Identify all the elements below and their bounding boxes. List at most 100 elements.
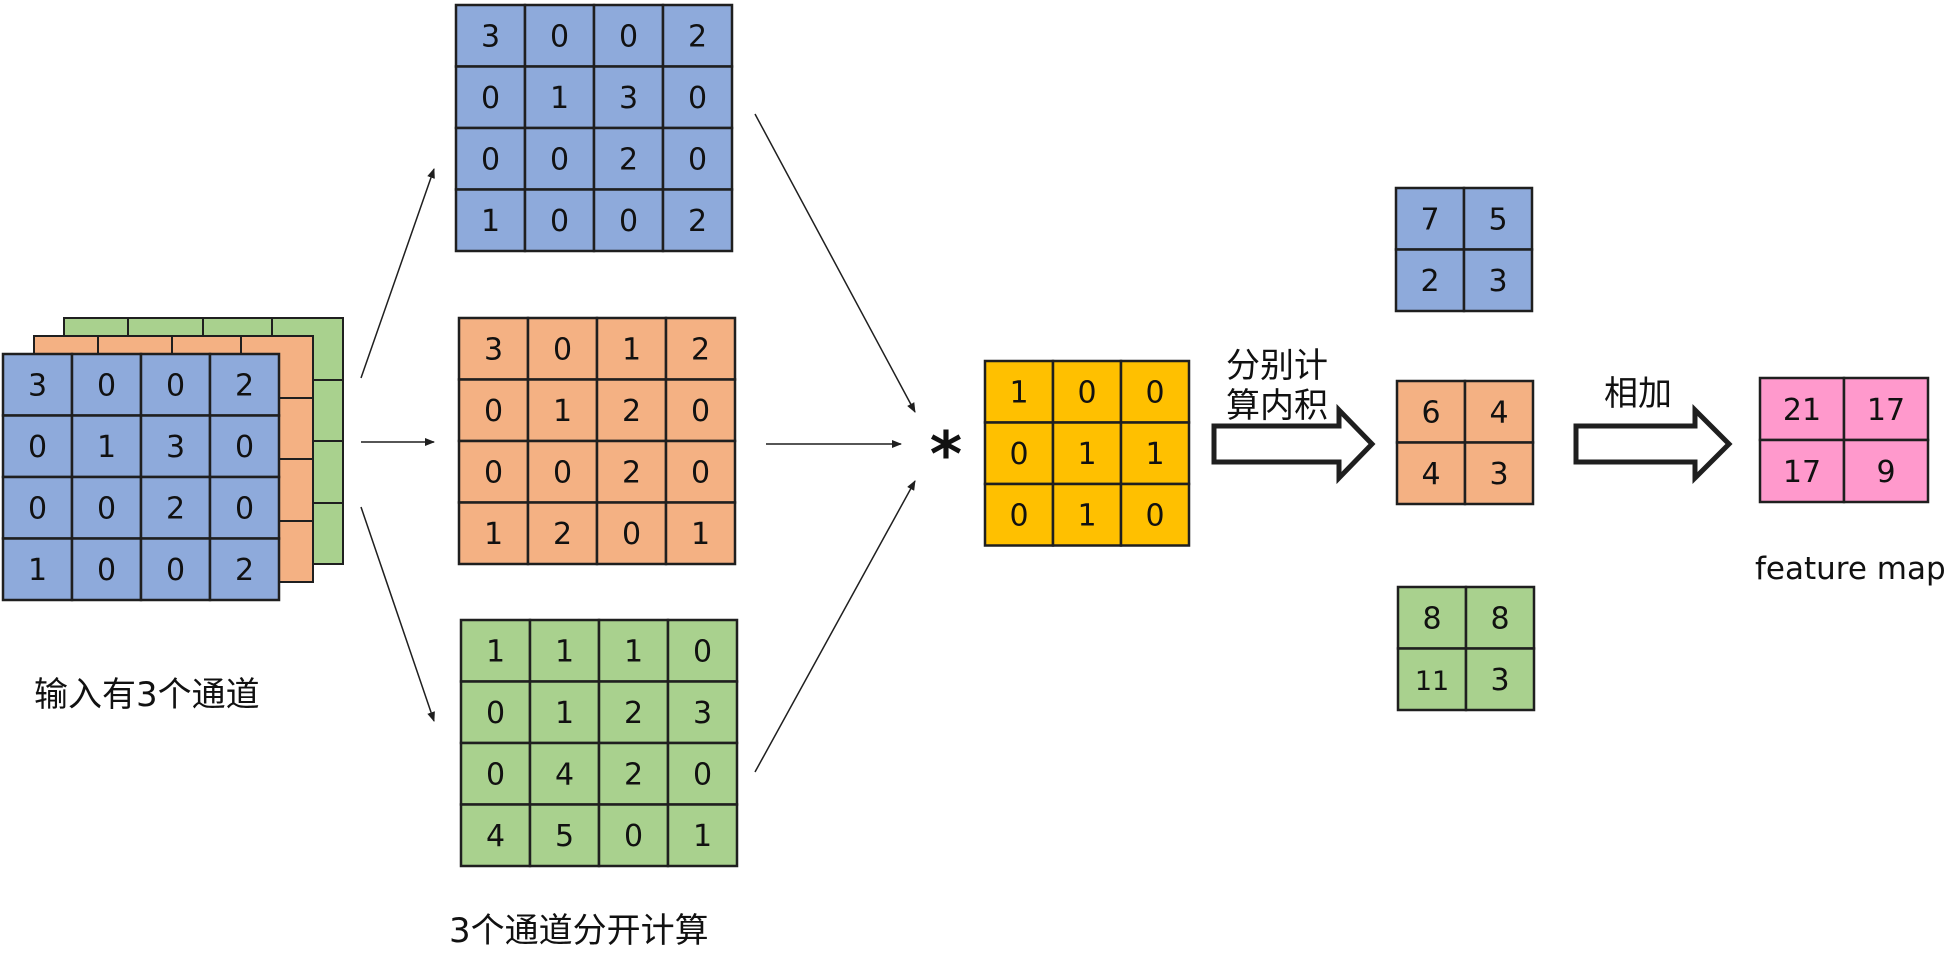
feature-map-cell	[1842, 376, 1930, 442]
input-front-value: 2	[166, 492, 185, 527]
channel-green-cell	[528, 741, 601, 806]
channel-green-cell	[459, 680, 532, 745]
channel-green-value: 1	[624, 635, 643, 670]
channel-blue-value: 0	[688, 143, 707, 178]
channel-blue-cell	[661, 188, 734, 253]
channel-orange-cell	[664, 439, 737, 504]
result-orange-value: 6	[1421, 396, 1440, 431]
input-front-cell	[139, 414, 212, 479]
step1-label-line1: 分别计	[1226, 346, 1328, 386]
channel-green-value: 4	[486, 819, 505, 854]
channel-blue-value: 1	[550, 81, 569, 116]
input-front-value: 3	[166, 430, 185, 465]
input-front-value: 2	[235, 553, 254, 588]
input-front-value: 0	[28, 430, 47, 465]
result-green-value: 11	[1415, 666, 1449, 697]
channel-blue-value: 0	[688, 81, 707, 116]
channel-green-value: 4	[555, 758, 574, 793]
step1-hollow-arrow	[1211, 403, 1376, 485]
channel-blue-value: 0	[550, 204, 569, 239]
channel-green-cell	[459, 741, 532, 806]
channel-orange-value: 1	[553, 394, 572, 429]
channel-green-value: 2	[624, 758, 643, 793]
feature-map-label: feature map	[1755, 551, 1944, 587]
result-green-value: 3	[1490, 663, 1509, 698]
channel-green-value: 0	[486, 758, 505, 793]
input-front-value: 0	[166, 369, 185, 404]
channel-blue-cell	[592, 188, 665, 253]
feature-map-cell	[1842, 438, 1930, 504]
result-orange-cell	[1463, 441, 1535, 506]
input-front-value: 0	[235, 492, 254, 527]
channel-blue-value: 2	[688, 204, 707, 239]
kernel-value: 1	[1009, 376, 1028, 411]
input-front-cell	[208, 414, 281, 479]
input-front-cell	[70, 537, 143, 602]
result-blue-value: 2	[1420, 264, 1439, 299]
channel-orange-value: 0	[691, 394, 710, 429]
channel-orange-value: 0	[484, 456, 503, 491]
kernel-value: 1	[1077, 437, 1096, 472]
kernel-cell	[1051, 359, 1123, 424]
result-blue-value: 5	[1488, 203, 1507, 238]
channel-orange-value: 1	[622, 333, 641, 368]
kernel-value: 1	[1077, 499, 1096, 534]
channel-blue-cell	[523, 188, 596, 253]
channel-blue-cell	[523, 3, 596, 68]
arrow-input-to-green	[360, 506, 435, 722]
channel-orange-value: 2	[553, 517, 572, 552]
result-blue-cell	[1462, 248, 1534, 313]
result-blue-cell	[1462, 186, 1534, 251]
step2-hollow-arrow	[1573, 403, 1733, 485]
channel-green-value: 1	[555, 635, 574, 670]
channel-blue-value: 2	[688, 20, 707, 55]
convolution-operator: *	[930, 418, 962, 491]
channel-green-cell	[528, 803, 601, 868]
feature-map-value: 17	[1867, 393, 1905, 428]
channel-green-cell	[666, 803, 739, 868]
result-orange-cell	[1463, 379, 1535, 444]
result-green-cell	[1464, 585, 1536, 650]
channel-blue-value: 0	[619, 20, 638, 55]
input-front-cell	[1, 537, 74, 602]
input-front-cell	[70, 352, 143, 417]
channel-blue-value: 1	[481, 204, 500, 239]
input-front-cell	[1, 414, 74, 479]
input-front-value: 2	[235, 369, 254, 404]
arrow-green-to-operator	[754, 480, 916, 773]
arrow-blue-to-operator	[754, 113, 916, 413]
channel-green-value: 1	[555, 696, 574, 731]
kernel-cell	[1119, 482, 1191, 547]
result-blue-value: 7	[1420, 203, 1439, 238]
channel-blue-cell	[454, 126, 527, 191]
channel-green-value: 0	[624, 819, 643, 854]
kernel-cell	[1119, 359, 1191, 424]
channel-green-value: 1	[693, 819, 712, 854]
input-front-value: 1	[28, 553, 47, 588]
result-green-value: 8	[1422, 602, 1441, 637]
channel-orange-value: 1	[484, 517, 503, 552]
input-front-value: 0	[97, 553, 116, 588]
channel-orange-cell	[457, 316, 530, 381]
channel-orange-cell	[595, 316, 668, 381]
channel-green-cell	[528, 618, 601, 683]
feature-map-value: 17	[1783, 455, 1821, 490]
feature-map-value: 9	[1876, 455, 1895, 490]
channel-orange-value: 0	[622, 517, 641, 552]
channel-green-value: 1	[486, 635, 505, 670]
input-front-value: 1	[97, 430, 116, 465]
channel-orange-cell	[664, 316, 737, 381]
result-orange-value: 4	[1421, 457, 1440, 492]
input-front-value: 0	[166, 553, 185, 588]
feature-map-cell	[1758, 376, 1846, 442]
channel-green-value: 0	[693, 758, 712, 793]
channel-green-cell	[597, 680, 670, 745]
kernel-value: 1	[1145, 437, 1164, 472]
result-blue-cell	[1394, 186, 1466, 251]
